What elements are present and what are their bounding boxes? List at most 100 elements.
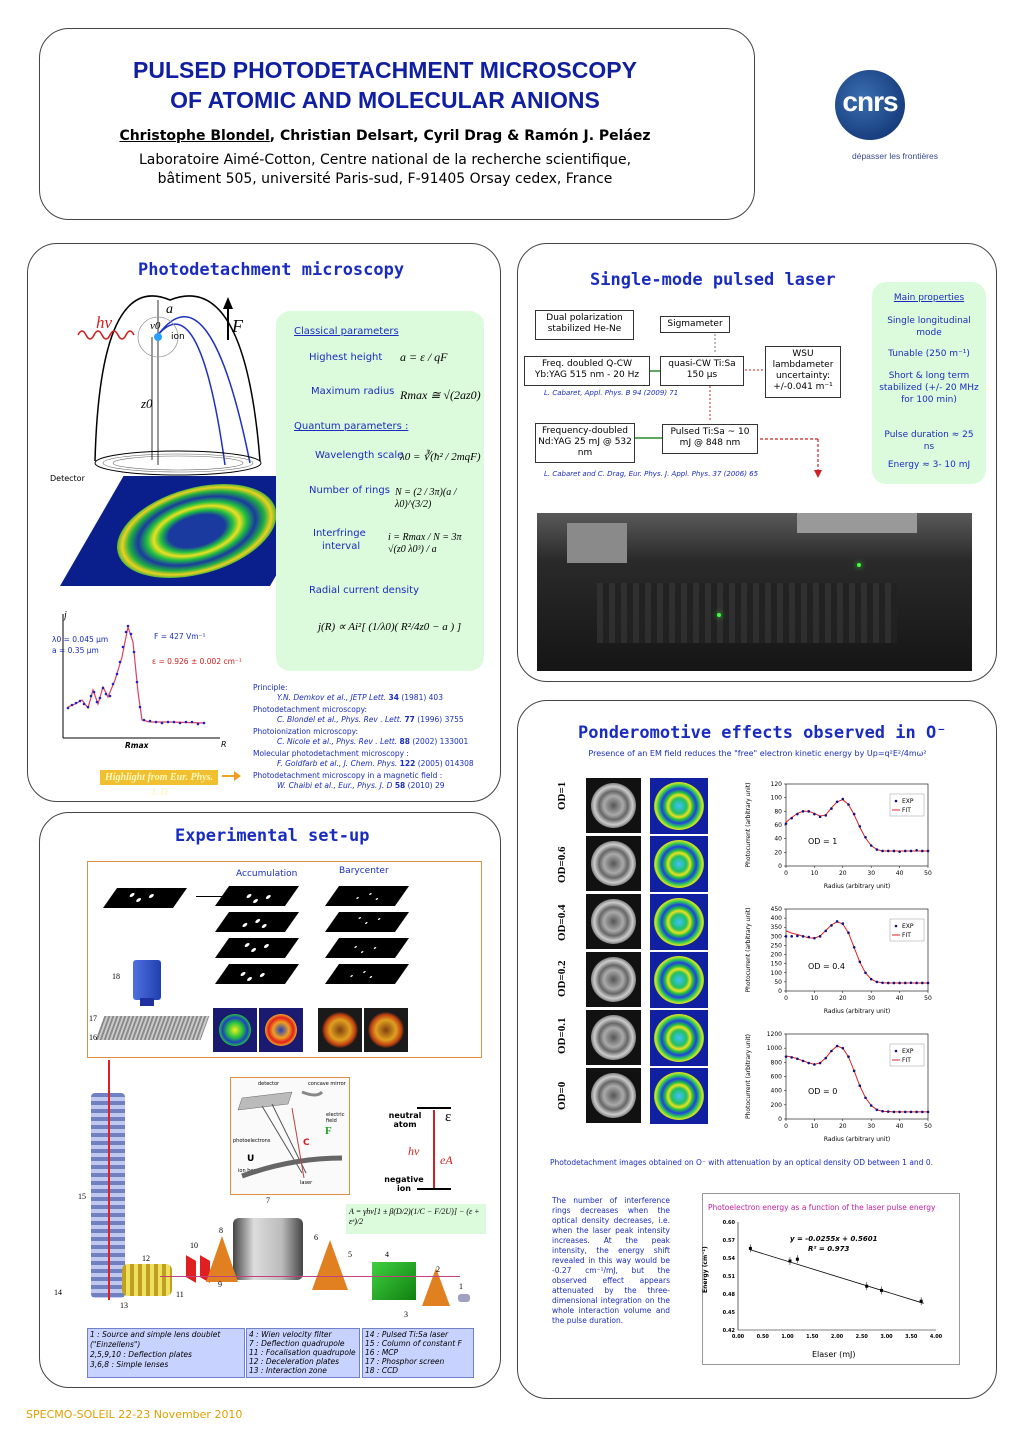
jr-point	[70, 703, 74, 707]
hv-setup-label: hν	[408, 1144, 420, 1158]
energy-fit-line	[750, 1249, 924, 1304]
exp-point	[869, 1104, 873, 1107]
legend-3-item-5: 18 : CCD	[365, 1366, 399, 1375]
wavelength-scale-label: Wavelength scale	[315, 450, 404, 461]
mcp-image-4	[364, 1008, 408, 1052]
legend-1-item-1: 1 : Source and simple lens doublet ("Ein…	[90, 1330, 221, 1349]
ion-dot	[154, 333, 162, 341]
exp-point	[881, 981, 884, 985]
jr-point	[132, 650, 136, 654]
detector-label: Detector	[50, 474, 85, 483]
accumulation-inset	[87, 861, 482, 1058]
energy-y-tick-label: 0.42	[723, 1328, 736, 1334]
inset-label-detector: detector	[258, 1081, 280, 1087]
exp-point	[790, 816, 793, 820]
footer: SPECMO-SOLEIL 22-23 November 2010	[26, 1408, 243, 1421]
lab-photo	[537, 513, 972, 671]
highlight-banner: Highlight from Eur. Phys. J. D	[100, 770, 218, 798]
y-tick-label: 250	[771, 942, 783, 949]
ref-vol-4: 122	[399, 759, 416, 768]
exp-point	[869, 844, 873, 847]
legend-2-item-4: 12 : Deceleration plates	[249, 1357, 339, 1366]
legend-exp-marker	[894, 924, 898, 928]
energy-y-tick-label: 0.45	[723, 1310, 736, 1316]
legend-3-item-2: 15 : Column of constant F	[365, 1339, 462, 1348]
affiliation-line1: Laboratoire Aimé-Cotton, Centre national…	[138, 152, 632, 168]
exp-point	[921, 1110, 924, 1114]
exp-point	[784, 822, 788, 825]
energy-xlabel: Elaser (mJ)	[812, 1350, 856, 1359]
jr-point	[160, 721, 164, 725]
od-color-image	[650, 778, 708, 834]
ref-head-1: Principle:	[253, 683, 288, 692]
laser-beam-line	[108, 1060, 110, 1300]
od-label: OD = 0.4	[808, 962, 845, 971]
classical-parameters-label: Classical parameters	[294, 326, 399, 337]
jr-point	[101, 686, 105, 690]
od-label: OD = 0	[808, 1087, 837, 1096]
ref-head-3: Photoionization microscopy:	[253, 727, 359, 736]
jr-point	[178, 721, 182, 725]
jr-point	[66, 706, 70, 710]
accumulation-label: Accumulation	[236, 869, 298, 879]
box-sigmameter: Sigmameter	[660, 316, 730, 333]
camera-frame	[214, 912, 300, 932]
ref-vol-5: 58	[394, 781, 406, 790]
jr-point	[166, 720, 170, 724]
jr-point	[184, 720, 188, 724]
laser-wave	[77, 330, 135, 340]
energy-y-tick-label: 0.60	[723, 1220, 736, 1226]
exp-point	[790, 1056, 793, 1059]
jr-point	[82, 702, 86, 706]
exp-point	[875, 848, 879, 851]
ref-head-2: Photodetachment microscopy:	[253, 705, 368, 714]
y-tick-label: 0	[778, 863, 782, 870]
affiliation-line2: bâtiment 505, université Paris-sud, F-91…	[157, 171, 613, 187]
inset-label-laser: laser	[300, 1180, 313, 1186]
od-color-image	[650, 952, 708, 1008]
x-tick-label: 30	[867, 995, 875, 1002]
exp-point	[886, 1110, 890, 1113]
y-tick-label: 0	[778, 1116, 782, 1123]
y-tick-label: 20	[774, 849, 782, 856]
exp-point	[847, 1055, 850, 1058]
od-color-image	[650, 1068, 708, 1124]
exp-point	[875, 980, 879, 984]
jr-point	[129, 632, 133, 636]
y-tick-label: 50	[774, 979, 782, 986]
exp-point	[881, 849, 884, 853]
exp-point	[869, 977, 873, 981]
legend-fit-label: FIT	[902, 1057, 911, 1064]
energy-y-tick-label: 0.51	[723, 1274, 736, 1280]
y-tick-label: 450	[771, 906, 783, 913]
exp-point	[796, 812, 799, 816]
od-row-label-4: OD=0.2	[556, 960, 568, 997]
exp-point	[796, 1057, 799, 1061]
exp-point	[813, 812, 816, 816]
poster-title-line2: OF ATOMIC AND MOLECULAR ANIONS	[170, 87, 600, 113]
ref-vol-1: 34	[388, 693, 399, 702]
camera-frame	[102, 888, 188, 908]
od-label: OD = 1	[808, 837, 837, 846]
ion-beam-line	[160, 1276, 460, 1277]
screen-stack	[95, 1016, 210, 1040]
legend-2-item-2: 7 : Deflection quadrupole	[249, 1339, 345, 1348]
exp-point	[807, 935, 811, 939]
od-row-label-1: OD=1	[556, 781, 568, 810]
num-4: 4	[385, 1250, 389, 1259]
x-axis-label: Radius (arbitrary unit)	[824, 1136, 890, 1143]
plot-frame	[785, 908, 929, 992]
y-tick-label: 150	[771, 961, 783, 968]
box-tisa-pulsed: Pulsed Ti:Sa ~ 10 mJ @ 848 nm	[662, 424, 758, 454]
exp-point	[818, 1061, 822, 1065]
jr-point	[135, 680, 139, 684]
plot-a-label: a = 0.35 μm	[52, 646, 99, 655]
property-1: Single longitudinal mode	[887, 316, 971, 338]
exp-point	[847, 803, 850, 806]
mcp-image-3	[318, 1008, 362, 1052]
eq-a: a = ε / qF	[400, 350, 448, 364]
y-tick-label: 120	[771, 781, 783, 788]
ea-arrow	[433, 1110, 435, 1188]
camera-frame	[324, 964, 410, 984]
